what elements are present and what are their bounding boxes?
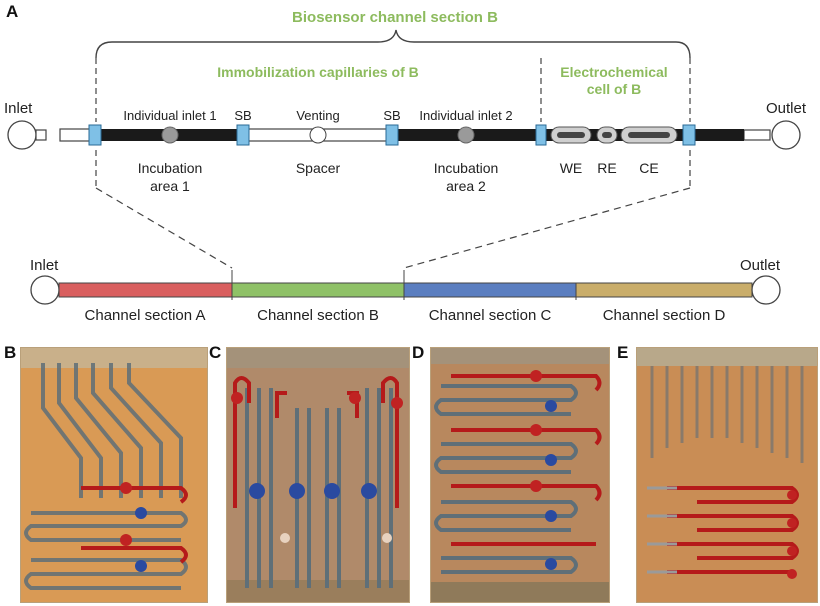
- venting-label: Venting: [296, 108, 340, 123]
- electrochemical-title-line1: Electrochemical: [560, 64, 668, 80]
- incubation-area-2-line1: Incubation: [433, 160, 499, 176]
- chip-c-traces: [227, 348, 409, 602]
- sb-right-label: SB: [383, 108, 401, 123]
- chip-b-traces: [21, 348, 207, 590]
- chip-e-traces: [637, 348, 817, 579]
- incubation-area-2-line2: area 2: [446, 178, 486, 194]
- panel-label-b: B: [4, 343, 17, 362]
- individual-inlet-1-label: Individual inlet 1: [123, 108, 217, 123]
- panel-label-a: A: [6, 2, 19, 21]
- bar-inlet-label: Inlet: [30, 257, 59, 274]
- channel-section-b-label: Channel section B: [257, 307, 379, 324]
- channel-schematic: [7, 29, 801, 305]
- ce-label: CE: [639, 160, 659, 176]
- brace-title: Biosensor channel section B: [292, 9, 498, 26]
- channel-section-c-label: Channel section C: [428, 307, 552, 324]
- immobilization-title: Immobilization capillaries of B: [217, 64, 419, 80]
- top-outlet-label: Outlet: [766, 100, 807, 117]
- panel-label-c: C: [209, 343, 222, 362]
- panel-label-e: E: [617, 343, 629, 362]
- chip-photo-c: [226, 347, 410, 603]
- electrochemical-title-line2: cell of B: [586, 81, 642, 97]
- channel-section-d-label: Channel section D: [602, 307, 726, 324]
- top-inlet-label: Inlet: [4, 100, 33, 117]
- individual-inlet-2-label: Individual inlet 2: [419, 108, 513, 123]
- sb-left-label: SB: [234, 108, 252, 123]
- bar-outlet-label: Outlet: [740, 257, 781, 274]
- spacer-label: Spacer: [295, 160, 341, 176]
- chip-photo-b: [20, 347, 208, 603]
- chip-d-traces: [431, 348, 609, 602]
- chip-photo-d: [430, 347, 610, 603]
- brace: [95, 29, 691, 59]
- incubation-area-1-line2: area 1: [150, 178, 190, 194]
- re-label: RE: [597, 160, 617, 176]
- chip-photo-e: [636, 347, 818, 603]
- panel-label-d: D: [412, 343, 425, 362]
- incubation-area-1-line1: Incubation: [137, 160, 203, 176]
- we-label: WE: [559, 160, 583, 176]
- channel-section-a-label: Channel section A: [84, 307, 206, 324]
